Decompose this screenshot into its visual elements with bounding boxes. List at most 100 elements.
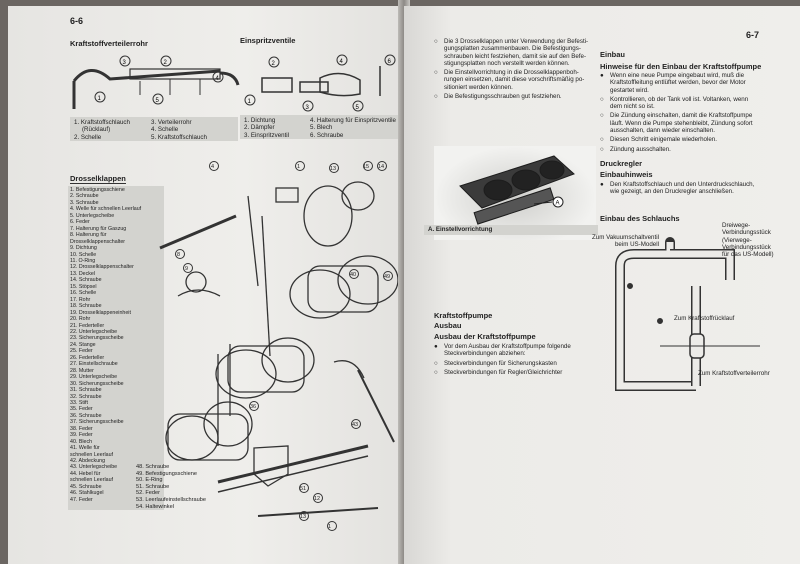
injectors-diagram: 1 2 3 4 5 6	[244, 54, 396, 112]
section-title-pressure-regulator: Druckregler	[600, 159, 643, 168]
svg-text:4: 4	[216, 76, 220, 82]
top-notes: ○ Die 3 Drosselklappen unter Verwendung d…	[434, 38, 592, 102]
legend-entry: 16. Schelle	[70, 290, 97, 297]
text-line: ausschalten, dann wieder einschalten.	[610, 127, 715, 135]
text-line: Den Kraftstoffschlauch und den Unterdruc…	[610, 181, 755, 188]
fuel-rail-legend-col2: 3. Verteilerrohr 4. Schelle 5. Kraftstof…	[151, 119, 207, 141]
legend-entry: 6. Feder	[70, 219, 90, 226]
note-1: ○ Die Einstellvorrichtung in die Drosselk…	[434, 69, 592, 91]
legend-entry: 28. Mutter	[70, 367, 94, 374]
pressure-regulator-subtitle: Einbauhinweis	[600, 170, 653, 179]
bullet-marker: ○	[434, 69, 438, 77]
bullet-marker: ○	[600, 136, 604, 144]
pump-removal-steps: ●Vor dem Ausbau der Kraftstoffpumpe folg…	[434, 343, 596, 378]
legend-entry: schnellen Leerlauf	[70, 477, 113, 484]
svg-text:9: 9	[185, 266, 188, 272]
legend-entry: 4. Welle für schnellen Leerlauf	[70, 206, 142, 213]
injectors-legend-band	[240, 115, 400, 139]
label-fuel-return: Zum Kraftstoffrücklauf	[674, 315, 735, 322]
label-three-way-joint: Dreiwege- Verbindungsstück (Vierwege- Ve…	[722, 222, 774, 259]
bullet-marker: ●	[600, 72, 604, 79]
legend-entry: 18. Schraube	[70, 303, 102, 310]
bullet-text: Diesen Schritt einigemale wiederholen.	[610, 136, 717, 143]
bullet-marker: ○	[434, 368, 438, 376]
legend-entry: 43. Unterlegscheibe	[70, 464, 118, 471]
bullet-text: Kontrollieren, ob der Tank voll ist. Vol…	[610, 96, 748, 111]
legend-entry: 5. Unterlegscheibe	[70, 212, 115, 219]
legend-entry: 7. Halterung für Gaszug	[70, 225, 127, 232]
subsection-removal: Ausbau	[434, 321, 462, 330]
bullet-text: Steckverbindungen für Sicherungskasten	[444, 360, 557, 367]
bullet-text: Wenn eine neue Pumpe eingebaut wird, muß…	[610, 72, 746, 94]
text-line: sitioniert werden können.	[444, 83, 513, 91]
bullet-marker: ●	[600, 181, 604, 188]
svg-text:6: 6	[388, 59, 392, 65]
svg-text:14: 14	[378, 164, 384, 170]
legend-entry: 10. Schelle	[70, 251, 97, 258]
legend-entry: 47. Feder	[70, 496, 93, 503]
photo-label-a: A	[556, 201, 560, 207]
legend-entry: 23. Sicherungsscheibe	[70, 335, 124, 342]
svg-text:4: 4	[340, 59, 344, 65]
text-line: Vor dem Ausbau der Kraftstoffpumpe folge…	[444, 343, 571, 350]
legend-entry: 44. Hebel für	[70, 470, 101, 477]
section-title-injectors: Einspritzventile	[240, 36, 296, 45]
svg-text:36: 36	[250, 404, 256, 410]
legend-entry: 25. Feder	[70, 348, 93, 355]
text-line: Zündung ausschalten.	[610, 145, 671, 153]
svg-text:49: 49	[384, 274, 390, 280]
pump-step-2: ○ Steckverbindungen für Regler/Gleichrich…	[434, 369, 596, 376]
bullet-text: Zündung ausschalten.	[610, 146, 671, 153]
legend-entry: 51. Schraube	[136, 483, 170, 490]
legend-entry: 36. Schraube	[70, 412, 102, 419]
svg-text:40: 40	[350, 272, 356, 278]
pump-step-0: ●Vor dem Ausbau der Kraftstoffpumpe folg…	[434, 343, 596, 358]
injectors-legend-col2: 4. Halterung für Einspritzventile 5. Ble…	[310, 117, 396, 139]
install-step-3: ○ Diesen Schritt einigemale wiederholen.	[600, 136, 760, 143]
text-line: Die Einstellvorrichtung in die Drosselkl…	[444, 69, 579, 77]
right-page: 6-7 ○Die 3 Drosselklappen unter Verwendu…	[404, 6, 800, 564]
legend-entry: 40. Blech	[70, 438, 93, 445]
svg-text:51: 51	[300, 486, 306, 492]
label-fuel-rail: Zum Kraftstoffverteilerrohr	[698, 370, 770, 377]
svg-text:4: 4	[211, 164, 214, 170]
legend-entry: 8. Halterung für	[70, 232, 107, 239]
legend-entry: 42. Abdeckung	[70, 458, 106, 465]
text-line: dem nicht so ist.	[610, 103, 655, 111]
svg-text:3: 3	[123, 60, 127, 66]
photo-caption: A. Einstellvorrichtung	[424, 225, 598, 235]
bullet-marker: ○	[434, 359, 438, 367]
legend-entry: 46. Stahlkugel	[70, 490, 104, 497]
legend-entry: 15. Stöpsel	[70, 283, 97, 290]
bullet-text: Die 3 Drosselklappen unter Verwendung de…	[444, 38, 588, 67]
svg-text:3: 3	[306, 105, 310, 111]
text-line: Die Zündung einschalten, damit die Kraft…	[610, 112, 753, 120]
legend-entry: 38. Feder	[70, 425, 93, 432]
svg-text:8: 8	[177, 252, 180, 258]
page-number: 6-6	[70, 16, 84, 26]
left-page: 6-6 Kraftstoffverteilerrohr 3 2 4 1 5 1.…	[8, 6, 402, 564]
text-line: Steckverbindungen für Regler/Gleichricht…	[444, 368, 563, 376]
legend-entry: 31. Schraube	[70, 387, 102, 394]
svg-text:1: 1	[98, 96, 102, 102]
legend-entry: Drosselklappenschalter	[70, 238, 126, 245]
hose-routing-diagram	[615, 237, 760, 391]
legend-entry: 37. Sicherungsscheibe	[70, 419, 124, 426]
note-0: ○Die 3 Drosselklappen unter Verwendung d…	[434, 38, 592, 67]
legend-entry: 9. Dichtung	[70, 245, 97, 252]
svg-text:1: 1	[328, 524, 331, 530]
bullet-text: Den Kraftstoffschlauch und den Unterdruc…	[610, 181, 754, 196]
text-line: Kraftstoffleitung entlüftet werden, bevo…	[610, 79, 746, 87]
label-vacuum-valve: Zum Vakuumschaltventil beim US-Modell	[592, 234, 659, 249]
legend-entry: 48. Schraube	[136, 464, 170, 470]
legend-entry: 49. Befestigungsschiene	[136, 470, 197, 477]
pump-removal-title: Ausbau der Kraftstoffpumpe	[434, 332, 536, 341]
svg-text:13: 13	[330, 166, 336, 172]
text-line: Die 3 Drosselklappen unter Verwendung de…	[444, 38, 589, 45]
svg-text:12: 12	[314, 496, 320, 502]
svg-text:13: 13	[300, 514, 306, 520]
legend-entry: 17. Rohr	[70, 296, 91, 303]
throttle-legend-band	[68, 186, 164, 510]
